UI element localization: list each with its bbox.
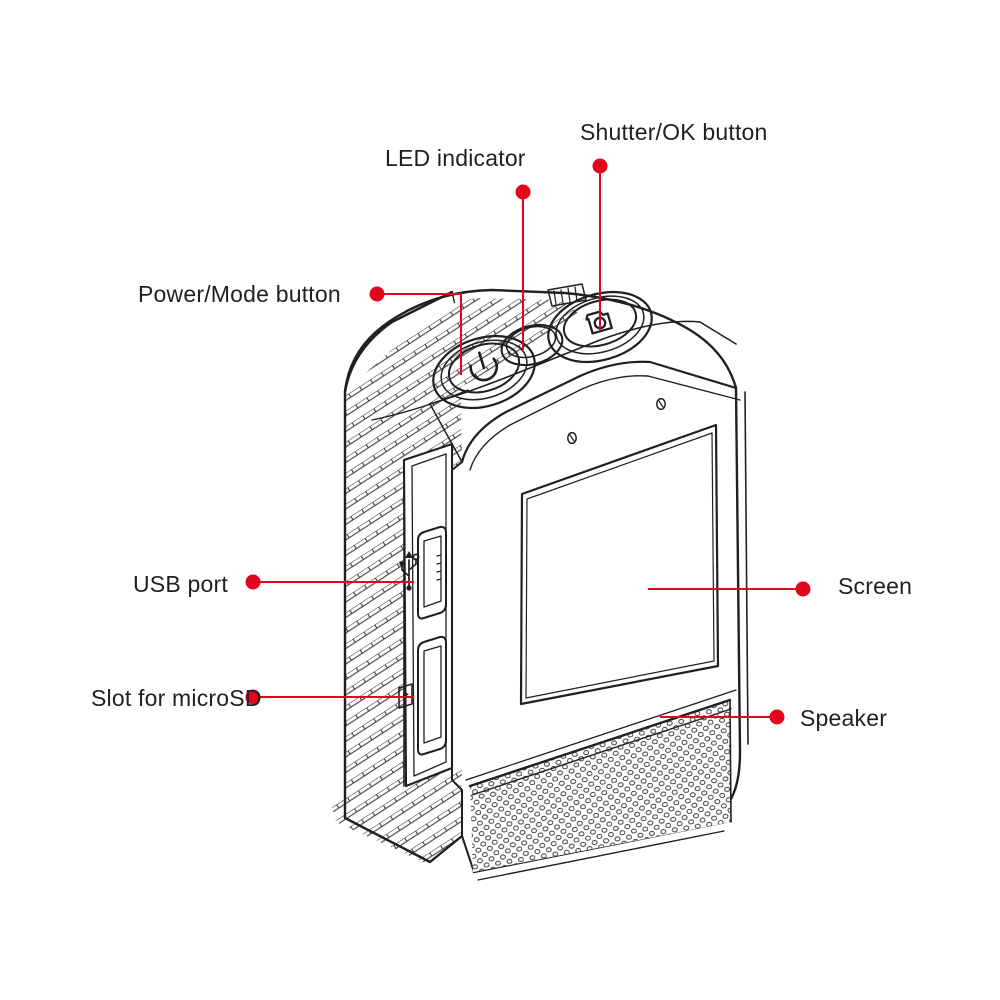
mic-notch xyxy=(547,283,587,307)
callout-label-shutter-ok-button: Shutter/OK button xyxy=(580,119,768,145)
callout-dots xyxy=(245,158,811,725)
led xyxy=(500,323,564,367)
camera-icon xyxy=(585,310,613,335)
top-face xyxy=(352,283,737,421)
callout-dot-power-mode-button xyxy=(369,286,385,302)
callout-dot-speaker xyxy=(769,709,785,725)
screen-panel xyxy=(519,423,720,706)
callout-label-usb-port: USB port xyxy=(133,571,228,597)
callout-label-speaker: Speaker xyxy=(800,705,888,731)
callout-dot-slot-for-microsd xyxy=(245,689,261,705)
callout-dot-screen xyxy=(795,581,811,597)
power-icon xyxy=(469,351,498,382)
sd-slot xyxy=(417,635,447,756)
callout-dot-usb-port xyxy=(245,574,261,590)
shutter-button xyxy=(547,290,653,364)
callout-dot-shutter-ok-button xyxy=(592,158,608,174)
speaker-grille xyxy=(468,698,732,872)
callout-label-screen: Screen xyxy=(838,573,913,599)
screw-b xyxy=(656,397,666,411)
callout-leaders xyxy=(253,166,803,718)
callout-label-power-mode-button: Power/Mode button xyxy=(138,281,341,307)
callout-label-slot-for-microsd: Slot for microSD xyxy=(91,685,262,711)
callout-dot-led-indicator xyxy=(515,184,531,200)
callout-label-led-indicator: LED indicator xyxy=(385,145,526,171)
screw-a xyxy=(567,431,577,445)
leader-power-mode-button xyxy=(377,293,462,375)
usb-connector xyxy=(417,525,447,620)
